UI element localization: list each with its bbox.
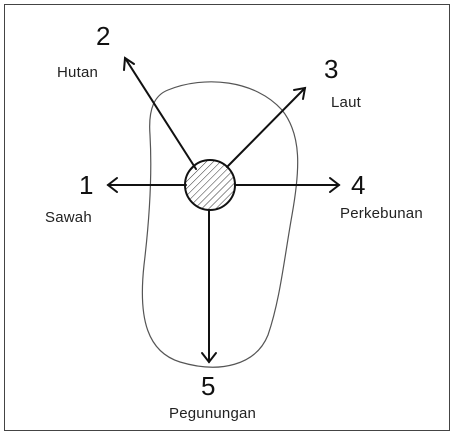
- arrowhead-laut: [293, 86, 307, 100]
- node-number-2: 2: [96, 21, 111, 51]
- arrowhead-perkebunan: [329, 177, 341, 193]
- node-label-sawah: Sawah: [45, 209, 92, 226]
- arrowhead-sawah: [106, 177, 118, 193]
- center-settlement-circle: [184, 159, 236, 211]
- node-label-laut: Laut: [331, 94, 361, 111]
- node-label-pegunungan: Pegunungan: [169, 405, 257, 422]
- node-number-1: 1: [79, 170, 94, 200]
- node-label-hutan: Hutan: [57, 64, 99, 81]
- arrowhead-pegunungan: [201, 352, 217, 364]
- region-outline: [141, 81, 299, 368]
- arrowhead-hutan: [123, 56, 135, 71]
- diagram-frame: [4, 4, 450, 431]
- node-number-5: 5: [201, 371, 216, 401]
- node-label-perkebunan: Perkebunan: [340, 205, 423, 222]
- node-number-4: 4: [351, 170, 366, 200]
- node-number-3: 3: [324, 54, 339, 84]
- arrow-to-hutan: [124, 57, 197, 170]
- arrow-to-laut: [226, 87, 306, 168]
